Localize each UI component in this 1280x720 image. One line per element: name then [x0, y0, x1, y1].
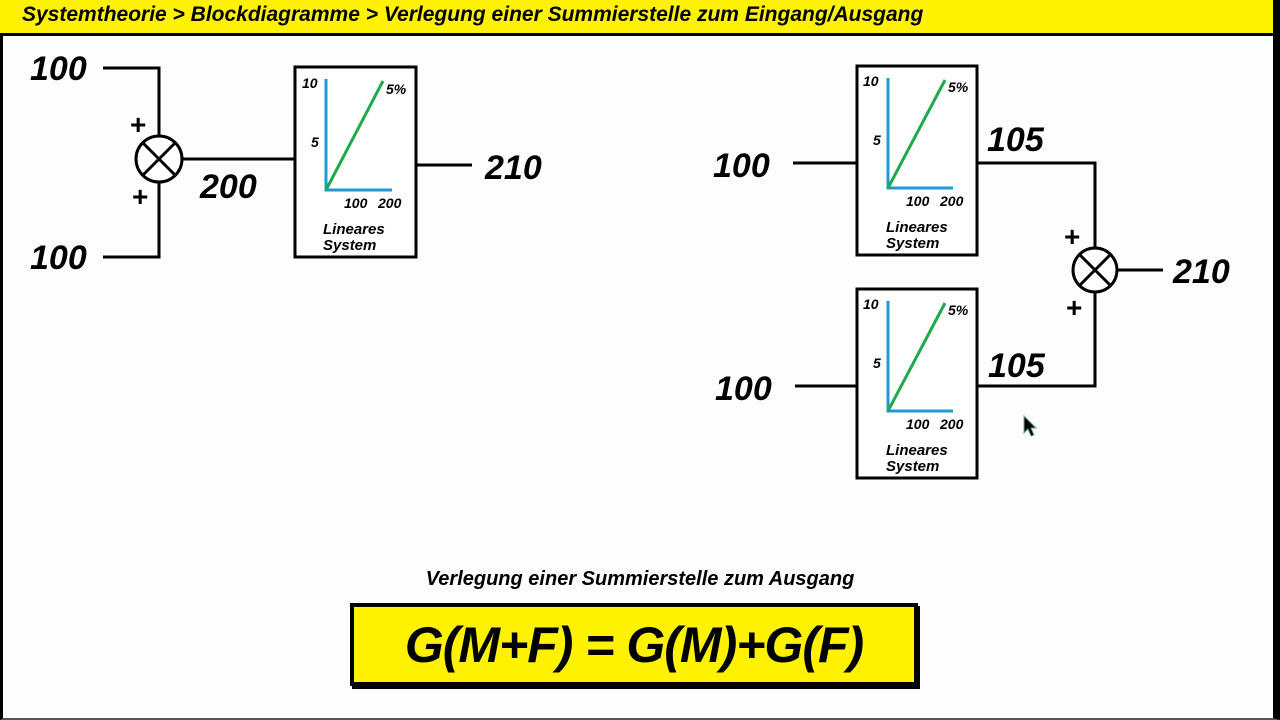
slope-label: 5% — [948, 302, 969, 318]
slope-label: 5% — [386, 81, 407, 97]
plus-sign-top: + — [1064, 221, 1080, 252]
linear-response-line-icon — [324, 80, 385, 191]
linear-response-line-icon — [886, 79, 947, 189]
superposition-formula: G(M+F) = G(M)+G(F) — [404, 616, 864, 673]
input-bottom-value: 100 — [715, 370, 772, 408]
y-tick-5: 5 — [311, 134, 319, 150]
wire-block-top-to-sum — [977, 161, 1097, 248]
output-value: 210 — [484, 149, 542, 187]
block-label-line1: Lineares — [323, 221, 385, 238]
right-diagram: 100 100 105 105 + + 210 10 5 100 200 5% … — [713, 64, 1230, 480]
block-label-line1: Lineares — [886, 442, 948, 459]
input-top-value: 100 — [30, 50, 87, 88]
plus-sign-bottom: + — [132, 181, 148, 212]
block-label-line2: System — [886, 235, 939, 252]
x-tick-200: 200 — [939, 416, 964, 432]
input-bottom-value: 100 — [30, 239, 87, 277]
x-tick-100: 100 — [906, 193, 930, 209]
plus-sign-top: + — [130, 109, 146, 140]
summary-subtitle: Verlegung einer Summierstelle zum Ausgan… — [425, 568, 855, 590]
x-tick-100: 100 — [344, 195, 368, 211]
y-tick-10: 10 — [302, 75, 318, 91]
linear-system-block-top: 10 5 100 200 5% Lineares System — [855, 64, 979, 257]
breadcrumb: Systemtheorie > Blockdiagramme > Verlegu… — [22, 3, 924, 26]
input-top-value: 100 — [713, 147, 770, 185]
y-tick-5: 5 — [873, 355, 881, 371]
block-label-line2: System — [886, 458, 939, 475]
summing-junction-icon — [134, 134, 184, 184]
y-tick-5: 5 — [873, 132, 881, 148]
linear-system-block-bottom: 10 5 100 200 5% Lineares System — [855, 287, 979, 480]
x-tick-200: 200 — [939, 193, 964, 209]
linear-response-line-icon — [886, 302, 947, 412]
block-top-output-value: 105 — [987, 121, 1045, 159]
linear-system-block: 10 5 100 200 5% Lineares System — [293, 65, 418, 259]
slope-label: 5% — [948, 79, 969, 95]
wire-block-bottom-to-sum — [977, 291, 1097, 388]
sum-output-value: 200 — [199, 168, 257, 206]
block-bottom-output-value: 105 — [988, 347, 1046, 385]
y-tick-10: 10 — [863, 296, 879, 312]
summing-junction-icon — [1071, 246, 1119, 294]
formula-box: G(M+F) = G(M)+G(F) — [350, 603, 918, 686]
block-label-line2: System — [323, 237, 376, 254]
mouse-cursor-icon — [1023, 414, 1038, 437]
left-diagram: 100 100 + + 200 210 10 5 100 200 5% Line… — [30, 50, 542, 277]
title-bar: Systemtheorie > Blockdiagramme > Verlegu… — [0, 0, 1273, 36]
wire-input-top — [103, 66, 161, 141]
block-label-line1: Lineares — [886, 219, 948, 236]
x-tick-200: 200 — [377, 195, 402, 211]
output-value: 210 — [1172, 253, 1230, 291]
y-tick-10: 10 — [863, 73, 879, 89]
plus-sign-bottom: + — [1066, 292, 1082, 323]
x-tick-100: 100 — [906, 416, 930, 432]
wire-input-bottom — [103, 177, 161, 259]
